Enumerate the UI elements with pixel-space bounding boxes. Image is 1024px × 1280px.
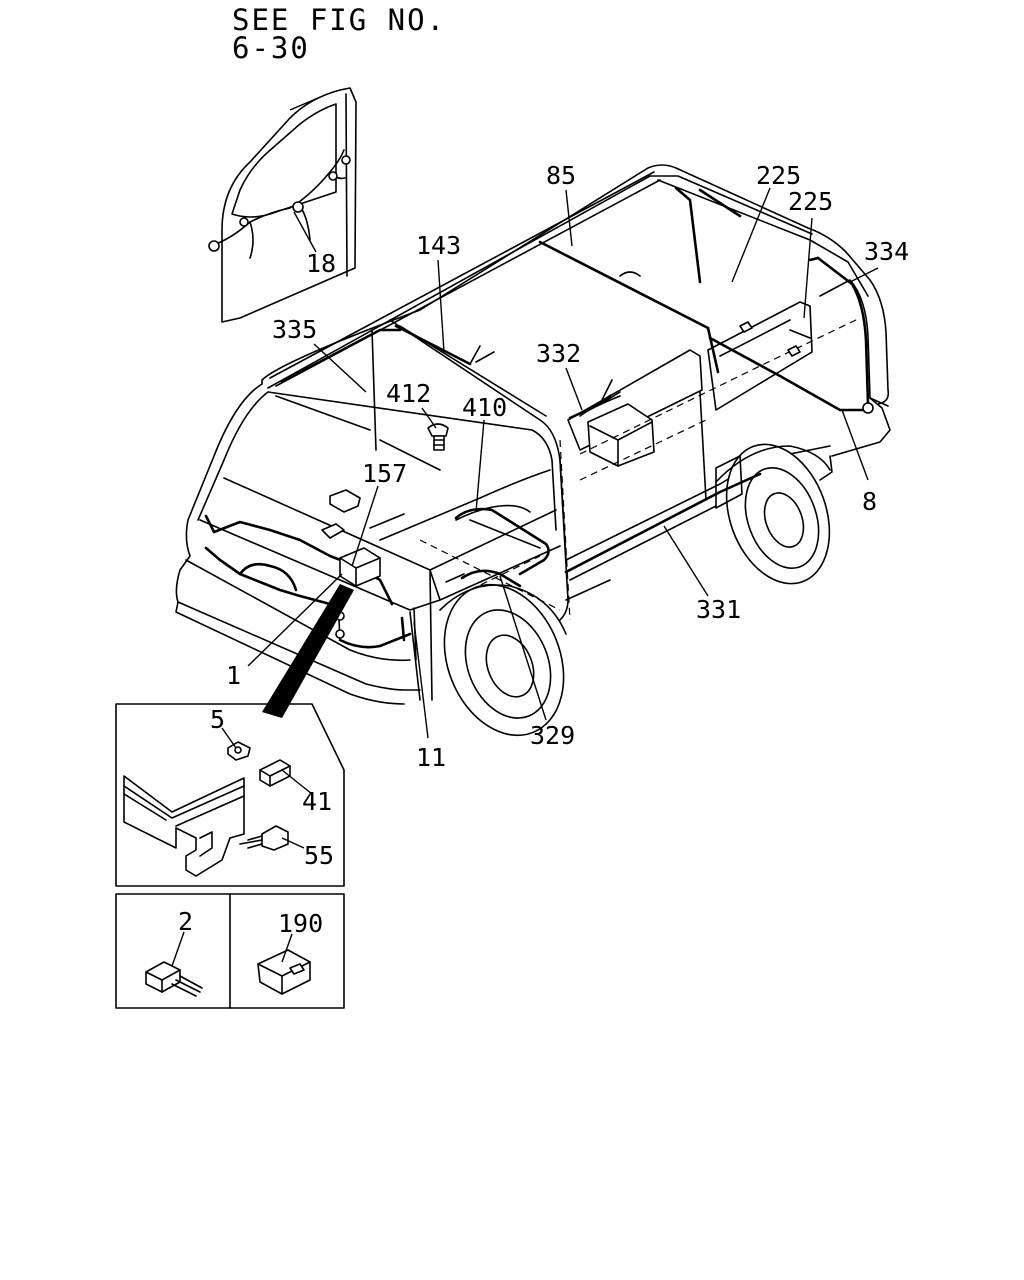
callout-190: 190 — [278, 909, 323, 938]
callout-5: 5 — [210, 705, 225, 734]
callout-331: 331 — [696, 595, 741, 624]
callout-157: 157 — [362, 459, 407, 488]
reference-line-1: SEE FIG NO. — [232, 3, 446, 37]
callout-332: 332 — [536, 339, 581, 368]
callout-225-lower: 225 — [788, 187, 833, 216]
callout-11: 11 — [416, 743, 446, 772]
callout-85: 85 — [546, 161, 576, 190]
clip-412 — [427, 423, 449, 451]
callout-412: 412 — [386, 379, 431, 408]
door-panel — [208, 87, 357, 323]
callout-2: 2 — [178, 907, 193, 936]
inset-box-terminals — [115, 893, 345, 1009]
callout-55: 55 — [304, 841, 334, 870]
callout-410: 410 — [462, 393, 507, 422]
callout-225-upper: 225 — [756, 161, 801, 190]
inset-pointer — [262, 584, 354, 718]
callout-1: 1 — [226, 661, 241, 690]
callout-335: 335 — [272, 315, 317, 344]
callout-8: 8 — [862, 487, 877, 516]
van-body — [175, 164, 891, 737]
callout-329: 329 — [530, 721, 575, 750]
callout-41: 41 — [302, 787, 332, 816]
callout-334: 334 — [864, 237, 909, 266]
callout-143: 143 — [416, 231, 461, 260]
callout-18: 18 — [306, 249, 336, 278]
leader-lines — [171, 97, 879, 967]
inset-box-bracket — [115, 703, 345, 887]
reference-line-2: 6-30 — [232, 31, 310, 65]
